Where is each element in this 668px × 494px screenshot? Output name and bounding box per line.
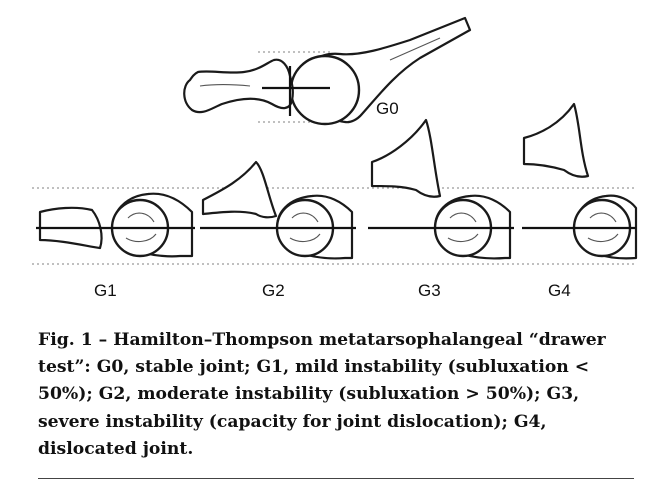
figure-caption: Fig. 1 – Hamilton–Thompson metatarsophal… (38, 327, 638, 463)
stage-g1: G1 (36, 192, 195, 300)
stage-label-g4: G4 (548, 281, 571, 300)
stage-g4: G4 (522, 102, 638, 300)
caption-text: Hamilton–Thompson metatarsophalangeal “d… (38, 330, 606, 459)
stage-label-g3: G3 (418, 281, 441, 300)
stage-g2: G2 (200, 160, 356, 300)
drawer-test-figure: G0 G1 G2 G3 (32, 16, 638, 300)
stage-g0: G0 (183, 16, 472, 126)
proximal-phalanx (183, 58, 294, 114)
stage-g3: G3 (368, 118, 514, 300)
stage-label-g1: G1 (94, 281, 117, 300)
stage-label-g0: G0 (376, 99, 399, 118)
caption-divider (38, 478, 634, 479)
metatarsal-bone (289, 16, 472, 126)
caption-prefix: Fig. 1 – (38, 330, 114, 350)
stage-strip: G1 G2 G3 G4 (32, 102, 638, 300)
stage-label-g2: G2 (262, 281, 285, 300)
